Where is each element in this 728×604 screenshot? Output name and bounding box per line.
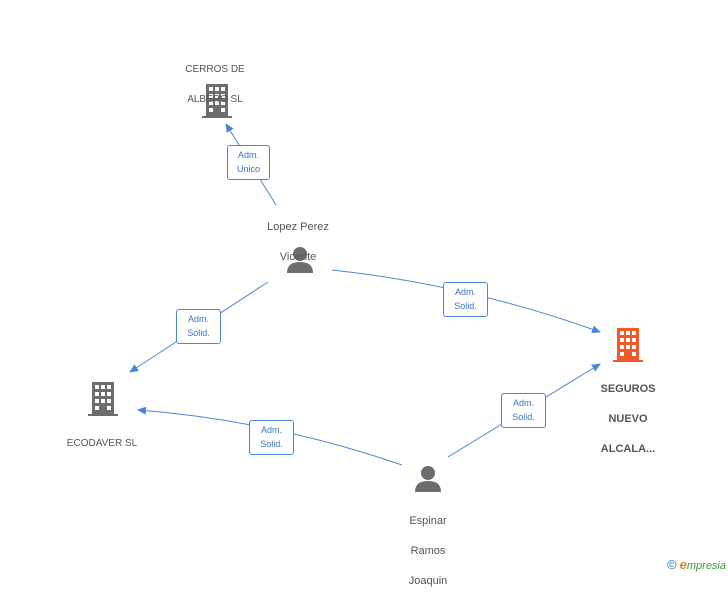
edge-badge-line: Adm.	[260, 425, 282, 435]
edge-badge-line: Solid.	[454, 301, 477, 311]
node-label-line: ECODAVER SL	[66, 438, 138, 449]
edge-badge-espinar-seguros[interactable]: Adm. Solid.	[501, 393, 546, 428]
node-label-line: CERROS DE	[185, 64, 245, 75]
edge-badge-line: Adm.	[237, 150, 259, 160]
edge-badge-line: Solid.	[512, 412, 535, 422]
building-icon[interactable]	[88, 382, 118, 416]
node-label-cerros[interactable]: CERROS DE ALBERO SL	[168, 47, 262, 122]
node-label-line: Vicente	[279, 251, 317, 263]
edge-badge-line: Solid.	[187, 328, 210, 338]
node-label-line: ALCALA...	[600, 443, 656, 455]
node-label-line: Lopez Perez	[267, 221, 329, 233]
copyright-icon: ©	[667, 557, 677, 572]
edge-badge-lopez-seguros[interactable]: Adm. Solid.	[443, 282, 488, 317]
brand-logo-text: mpresia	[686, 560, 726, 572]
node-label-line: ALBERO SL	[187, 94, 243, 105]
edge-badge-line: Adm.	[187, 314, 209, 324]
edge-badge-lopez-cerros[interactable]: Adm. Unico	[227, 145, 270, 180]
node-label-ecodaver[interactable]: ECODAVER SL	[50, 421, 154, 466]
edge-badge-espinar-ecodaver[interactable]: Adm. Solid.	[249, 420, 294, 455]
brand-logo-initial: e	[679, 557, 687, 572]
edge-badge-line: Adm.	[512, 398, 534, 408]
node-label-line: NUEVO	[608, 413, 648, 425]
node-label-line: Joaquin	[408, 575, 448, 587]
person-icon[interactable]	[415, 466, 441, 492]
building-icon[interactable]	[202, 84, 232, 118]
edge-badge-line: Solid.	[260, 439, 283, 449]
node-label-seguros[interactable]: SEGUROS NUEVO ALCALA...	[590, 367, 666, 472]
node-label-line: Ramos	[410, 545, 446, 557]
relationship-graph	[88, 84, 643, 492]
person-icon[interactable]	[287, 247, 313, 273]
edge-badge-line: Adm.	[454, 287, 476, 297]
node-label-line: Espinar	[409, 515, 447, 527]
node-label-lopez[interactable]: Lopez Perez Vicente	[248, 205, 348, 280]
node-label-espinar[interactable]: Espinar Ramos Joaquin	[378, 499, 478, 604]
brand-footer[interactable]: ©empresia	[667, 557, 726, 572]
node-label-line: SEGUROS	[600, 383, 656, 395]
building-icon[interactable]	[613, 328, 643, 362]
edge-badge-line: Unico	[236, 164, 260, 174]
edge-badge-lopez-ecodaver[interactable]: Adm. Solid.	[176, 309, 221, 344]
